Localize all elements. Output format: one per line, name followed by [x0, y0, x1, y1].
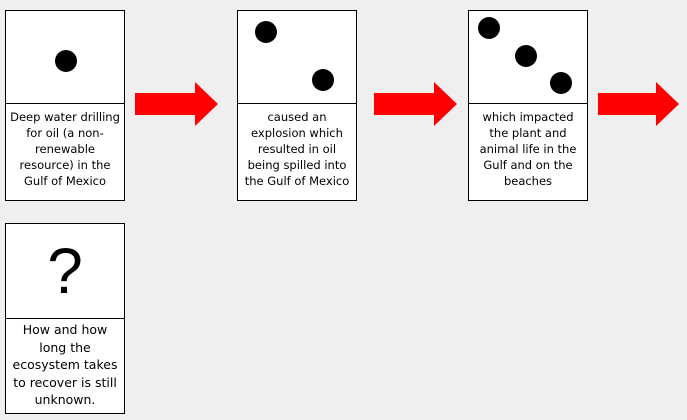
question-mark-icon: ? [47, 235, 83, 307]
card-step-1-caption: Deep water drilling for oil (a non-renew… [10, 110, 120, 188]
question-face: ? [6, 224, 124, 319]
card-step-1: Deep water drilling for oil (a non-renew… [5, 10, 125, 201]
die-face-three [469, 11, 587, 104]
card-unknown-outcome-caption: How and how long the ecosystem takes to … [12, 322, 118, 407]
pip-icon [550, 72, 572, 94]
pip-icon [312, 69, 334, 91]
die-face-two [238, 11, 356, 104]
card-step-2: caused an explosion which resulted in oi… [237, 10, 357, 201]
card-step-3-caption: which impacted the plant and animal life… [479, 110, 577, 188]
pip-icon [55, 50, 77, 72]
pip-icon [255, 21, 277, 43]
card-step-3: which impacted the plant and animal life… [468, 10, 588, 201]
pip-icon [478, 17, 500, 39]
pip-icon [515, 45, 537, 67]
card-step-2-caption: caused an explosion which resulted in oi… [244, 110, 350, 188]
right-arrow-icon [135, 82, 218, 126]
die-face-one [6, 11, 124, 104]
right-arrow-icon [598, 82, 679, 126]
right-arrow-icon [374, 82, 457, 126]
card-unknown-outcome: ? How and how long the ecosystem takes t… [5, 223, 125, 414]
